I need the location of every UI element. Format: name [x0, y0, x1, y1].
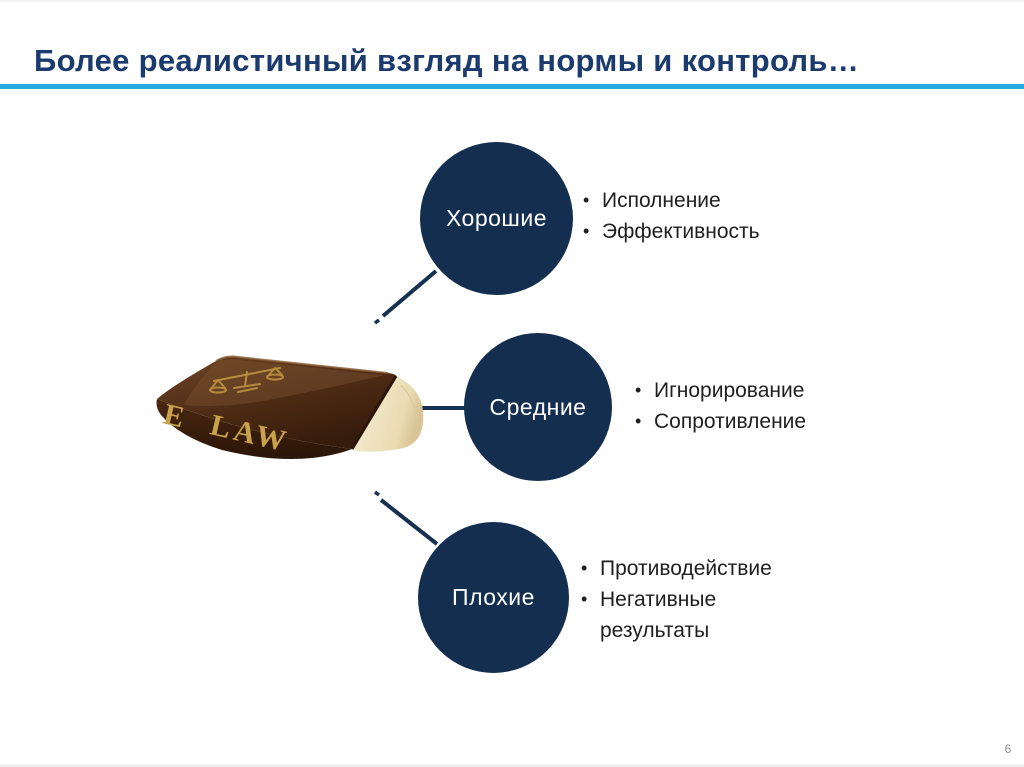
list-item-text: Сопротивление	[654, 410, 807, 433]
slide-title: Более реалистичный взгляд на нормы и кон…	[34, 43, 860, 78]
circle-good-label: Хорошие	[445, 205, 548, 231]
connector-line-good	[381, 269, 438, 318]
bullet-list-average: • Игнорирование • Сопротивление	[630, 375, 890, 437]
bullet-list-good: • Исполнение • Эффективность	[578, 185, 838, 247]
list-item-text: Негативные результаты	[600, 588, 717, 642]
book-pages-edge-line	[400, 384, 417, 426]
list-item: • Сопротивление	[630, 406, 890, 437]
bullet-list-bad: • Противодействие • Негативные результат…	[576, 553, 790, 646]
bullet-icon: •	[635, 380, 642, 400]
list-item-text: Исполнение	[602, 189, 721, 212]
bottom-edge-line	[0, 765, 1024, 767]
bullet-icon: •	[583, 221, 590, 241]
circle-average: Средние	[464, 333, 612, 481]
title-underline	[0, 84, 1024, 89]
connector-dot-good	[373, 318, 381, 325]
circle-bad: Плохие	[418, 522, 569, 673]
book-cover-right-rim	[350, 375, 398, 450]
circle-average-label: Средние	[489, 393, 587, 420]
list-item: • Эффективность	[578, 216, 838, 247]
list-item: • Негативные результаты	[576, 584, 790, 646]
bullet-icon: •	[581, 589, 588, 609]
list-item: • Исполнение	[578, 185, 838, 216]
book-cover-highlight	[184, 359, 384, 407]
page-number: 6	[1004, 742, 1012, 756]
connector-line-bad	[379, 498, 439, 546]
book-pages	[352, 376, 424, 452]
book-spine	[156, 399, 352, 459]
circle-bad-label: Плохие	[452, 584, 535, 610]
connector-dot-bad	[373, 490, 381, 497]
list-item: • Игнорирование	[630, 375, 890, 406]
scales-of-justice-icon	[209, 367, 284, 394]
circle-good: Хорошие	[420, 142, 573, 295]
list-item-text: Игнорирование	[654, 379, 805, 402]
book-cover-back-rim	[215, 355, 389, 374]
bullet-icon: •	[635, 411, 642, 431]
bullet-icon: •	[583, 190, 590, 210]
top-edge-line	[0, 0, 1024, 2]
list-item-text: Эффективность	[602, 220, 760, 243]
bullet-icon: •	[581, 558, 588, 578]
list-item: • Противодействие	[576, 553, 790, 584]
list-item-text: Противодействие	[600, 557, 772, 580]
